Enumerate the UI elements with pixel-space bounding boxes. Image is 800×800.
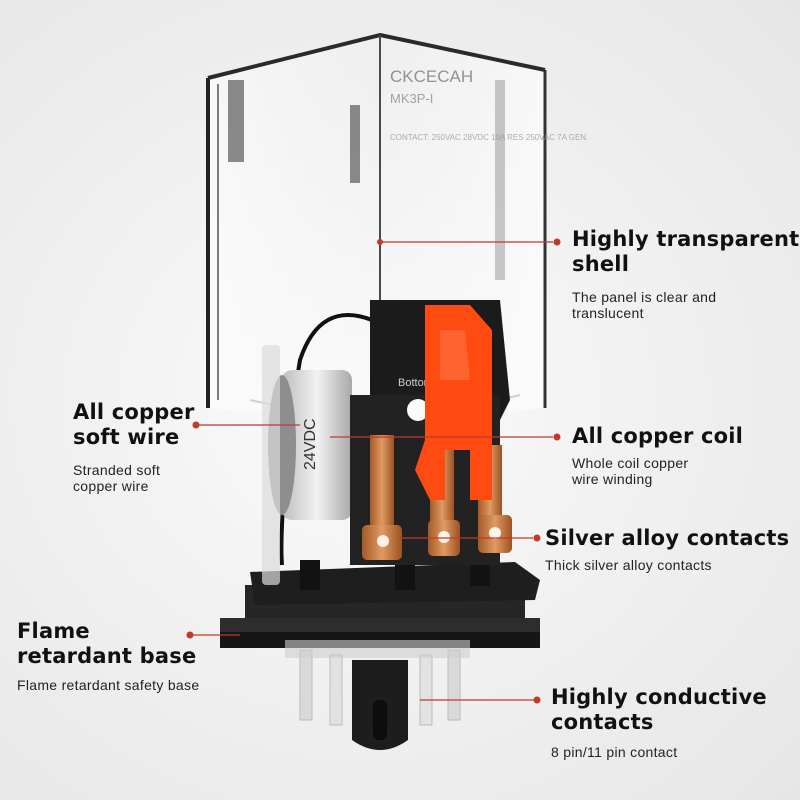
brand-print: CKCECAH — [390, 67, 473, 86]
pins-end-dot — [533, 696, 541, 704]
feature-wire-desc-line2: copper wire — [73, 478, 149, 494]
orange-actuator — [415, 305, 492, 500]
feature-base-title-line2: retardant base — [17, 644, 197, 668]
feature-pins: Highly conductive contacts 8 pin/11 pin … — [551, 685, 767, 760]
coil-label: 24VDC — [302, 418, 319, 470]
feature-shell-title-line1: Highly transparent — [572, 227, 800, 251]
feature-contacts-title: Silver alloy contacts — [545, 526, 790, 550]
shell-end-dot — [553, 238, 561, 246]
feature-wire-title-line2: soft wire — [73, 425, 180, 449]
feature-coil-desc-line1: Whole coil copper — [572, 455, 689, 471]
relay-pins — [299, 649, 461, 750]
feature-pins-desc: 8 pin/11 pin contact — [551, 744, 678, 760]
feature-wire: All copper soft wire Stranded soft coppe… — [73, 400, 195, 494]
leader-lines — [190, 241, 553, 701]
base-end-dot — [186, 631, 194, 639]
feature-wire-desc-line1: Stranded soft — [73, 462, 161, 478]
feature-contacts-desc: Thick silver alloy contacts — [545, 557, 712, 573]
copper-coil: 24VDC — [268, 370, 352, 520]
feature-coil-title: All copper coil — [572, 424, 744, 448]
model-print: MK3P-I — [390, 91, 433, 106]
feature-shell-desc-line2: translucent — [572, 305, 644, 321]
wire-end-dot — [192, 421, 200, 429]
contacts-end-dot — [533, 534, 541, 542]
shell-dot — [377, 239, 383, 245]
feature-base: Flame retardant base Flame retardant saf… — [17, 619, 199, 693]
feature-pins-title-line1: Highly conductive — [551, 685, 767, 709]
feature-contacts: Silver alloy contacts Thick silver alloy… — [545, 526, 789, 573]
feature-base-desc: Flame retardant safety base — [17, 677, 200, 693]
relay-base — [220, 552, 540, 658]
feature-shell-title-line2: shell — [572, 252, 630, 276]
feature-base-title-line1: Flame — [17, 619, 90, 643]
feature-coil-desc-line2: wire winding — [572, 471, 653, 487]
feature-pins-title-line2: contacts — [551, 710, 654, 734]
feature-shell-desc-line1: The panel is clear and — [572, 289, 717, 305]
feature-wire-title-line1: All copper — [73, 400, 195, 424]
rating-print: CONTACT: 250VAC 28VDC 10A RES 250VAC 7A … — [390, 133, 588, 142]
coil-end-dot — [553, 433, 561, 441]
leader-dots — [186, 238, 561, 704]
feature-coil: All copper coil Whole coil copper wire w… — [572, 424, 743, 487]
feature-shell: Highly transparent shell The panel is cl… — [572, 227, 799, 321]
